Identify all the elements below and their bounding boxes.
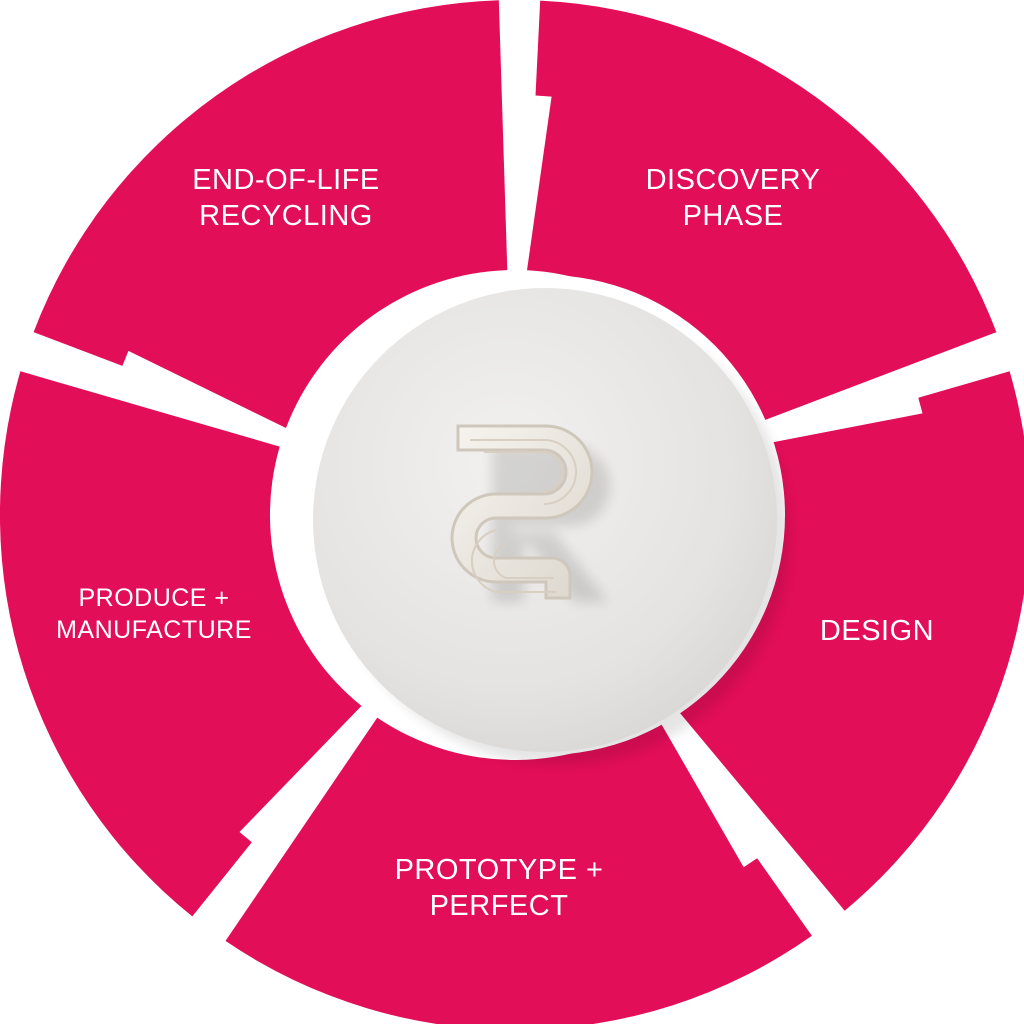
segment-recycling xyxy=(33,0,508,429)
label-discovery-line-1: DISCOVERY xyxy=(646,164,821,196)
center-hub xyxy=(305,275,790,765)
label-prototype-line-1: PROTOTYPE + xyxy=(395,854,604,886)
label-produce-line-2: MANUFACTURE xyxy=(56,616,252,644)
segment-design xyxy=(671,371,1024,911)
label-prototype: PROTOTYPE + PERFECT xyxy=(395,854,604,922)
label-produce: PRODUCE + MANUFACTURE xyxy=(56,584,252,644)
segment-discovery xyxy=(527,0,997,428)
segment-prototype xyxy=(225,715,812,1024)
label-recycling-line-2: RECYCLING xyxy=(199,200,373,232)
label-discovery: DISCOVERY PHASE xyxy=(646,164,821,232)
label-design: DESIGN xyxy=(820,615,934,647)
label-discovery-line-2: PHASE xyxy=(683,200,784,232)
label-recycling-line-1: END-OF-LIFE xyxy=(192,164,380,196)
label-produce-line-1: PRODUCE + xyxy=(78,584,229,612)
label-recycling: END-OF-LIFE RECYCLING xyxy=(192,164,380,232)
quilled-paper-r-logo-icon xyxy=(450,424,610,602)
label-design-line-1: DESIGN xyxy=(820,615,934,647)
segment-produce xyxy=(0,371,362,917)
label-prototype-line-2: PERFECT xyxy=(430,890,569,922)
